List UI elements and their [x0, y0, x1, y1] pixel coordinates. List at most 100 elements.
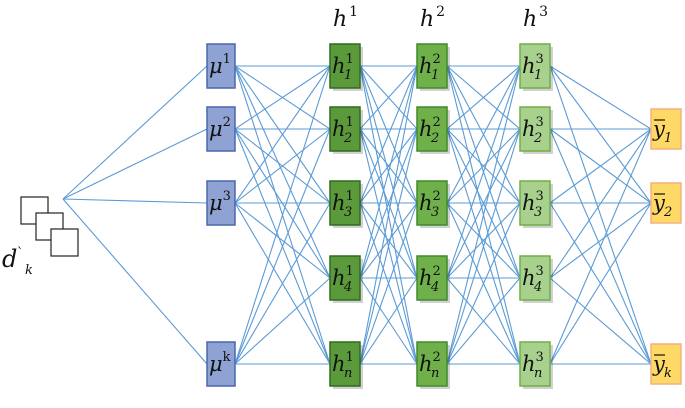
node-label: h1 — [332, 264, 354, 290]
node-h3-4: h34 — [519, 255, 553, 303]
edge-h2-h3-5-3 — [446, 202, 521, 365]
edge-h3-y-3-1 — [549, 128, 652, 204]
edge-h2-h3-5-1 — [446, 65, 521, 365]
node-box — [416, 255, 448, 301]
node-box — [519, 255, 551, 301]
node-h3-5: h3n — [519, 341, 553, 389]
input-label-subscript: k — [25, 263, 33, 278]
node-label: h2 — [419, 115, 441, 141]
node-h1-1: h11 — [329, 43, 363, 91]
node-label-sub: n — [534, 366, 542, 381]
node-box — [206, 106, 236, 152]
node-label: h1 — [332, 115, 354, 141]
node-label: h3 — [522, 189, 544, 215]
connection-edges — [62, 65, 652, 365]
header-h1-sup: 1 — [349, 4, 358, 20]
node-label: μk — [209, 350, 231, 376]
edge-input-mu-2 — [62, 128, 208, 200]
edge-h3-y-4-1 — [549, 128, 652, 279]
node-h2-1: h21 — [416, 43, 450, 91]
node-label-sub: 1 — [431, 68, 439, 83]
node-h3-3: h33 — [519, 180, 553, 228]
edge-h3-y-5-2 — [549, 202, 652, 365]
layer-nodes: μ1μ2μ3μkh11h12h13h14h1nh21h22h23h24h2nh3… — [206, 43, 682, 389]
node-label-sub: 3 — [431, 205, 439, 220]
edge-h3-y-1-3 — [549, 65, 652, 365]
node-label: h3 — [522, 350, 544, 376]
edge-h1-h2-5-2 — [359, 128, 418, 365]
node-box — [206, 341, 236, 387]
node-box — [650, 343, 682, 385]
edge-h1-h2-3-2 — [359, 128, 418, 204]
input-label: d k — [2, 245, 33, 278]
node-box — [416, 180, 448, 226]
node-label: h1 — [332, 189, 354, 215]
edge-h2-h3-3-2 — [446, 128, 521, 204]
edge-input-mu-1 — [62, 65, 208, 200]
node-mu-3: μ3 — [206, 180, 236, 226]
node-h2-3: h23 — [416, 180, 450, 228]
node-h2-4: h24 — [416, 255, 450, 303]
node-box — [416, 106, 448, 152]
node-h3-2: h32 — [519, 106, 553, 154]
node-box — [329, 255, 361, 301]
node-mu-2: μ2 — [206, 106, 236, 152]
node-label: μ1 — [209, 52, 231, 78]
node-label-sub: 4 — [533, 280, 542, 295]
node-label-sub: k — [664, 366, 672, 381]
node-h1-4: h14 — [329, 255, 363, 303]
node-label: y — [652, 352, 666, 376]
node-label-sub: 3 — [534, 205, 542, 220]
node-h1-2: h12 — [329, 106, 363, 154]
edge-h1-h2-5-1 — [359, 65, 418, 365]
node-box — [650, 108, 682, 150]
edge-h2-h3-5-4 — [446, 277, 521, 365]
edge-h1-h2-4-3 — [359, 202, 418, 279]
input-document-3 — [50, 228, 79, 257]
node-box — [519, 180, 551, 226]
node-label-sub: n — [431, 366, 439, 381]
node-box — [519, 43, 551, 89]
edge-h2-h3-5-2 — [446, 128, 521, 365]
node-label-sub: 1 — [664, 131, 672, 146]
node-label: y — [652, 117, 666, 141]
edge-h3-y-4-2 — [549, 202, 652, 279]
edge-mu-h1-4-4 — [234, 277, 331, 365]
input-document-stack — [20, 196, 79, 257]
node-label-sub: 4 — [430, 280, 439, 295]
node-label-sub: 2 — [430, 131, 439, 146]
edge-h3-y-1-1 — [549, 65, 652, 130]
edge-h2-h3-4-2 — [446, 128, 521, 279]
edge-mu-h1-4-2 — [234, 128, 331, 365]
edge-h1-h2-5-3 — [359, 202, 418, 365]
node-label: h3 — [522, 264, 544, 290]
edge-input-mu-3 — [62, 198, 208, 204]
node-box — [206, 43, 236, 89]
node-label-sub: 2 — [663, 205, 672, 220]
node-label: h1 — [332, 350, 354, 376]
input-label-mark: ` — [17, 246, 24, 261]
node-label: h3 — [522, 115, 544, 141]
node-box — [329, 43, 361, 89]
header-h3-sup: 3 — [539, 4, 548, 20]
edge-mu-h1-1-4 — [234, 65, 331, 279]
edge-input-mu-4 — [62, 198, 208, 365]
node-box — [650, 182, 682, 224]
edge-mu-h1-3-4 — [234, 202, 331, 279]
node-label-sub: 3 — [344, 205, 352, 220]
node-label-sub: 4 — [343, 280, 352, 295]
edge-h1-h2-2-1 — [359, 65, 418, 130]
edge-h2-h3-2-1 — [446, 65, 521, 130]
node-label: h2 — [419, 350, 441, 376]
edge-h1-h2-3-1 — [359, 65, 418, 204]
edge-h1-h2-4-1 — [359, 65, 418, 279]
node-h2-5: h2n — [416, 341, 450, 389]
edge-h3-y-4-3 — [549, 277, 652, 365]
node-box — [206, 180, 236, 226]
node-label-sub: n — [344, 366, 352, 381]
node-box — [329, 106, 361, 152]
